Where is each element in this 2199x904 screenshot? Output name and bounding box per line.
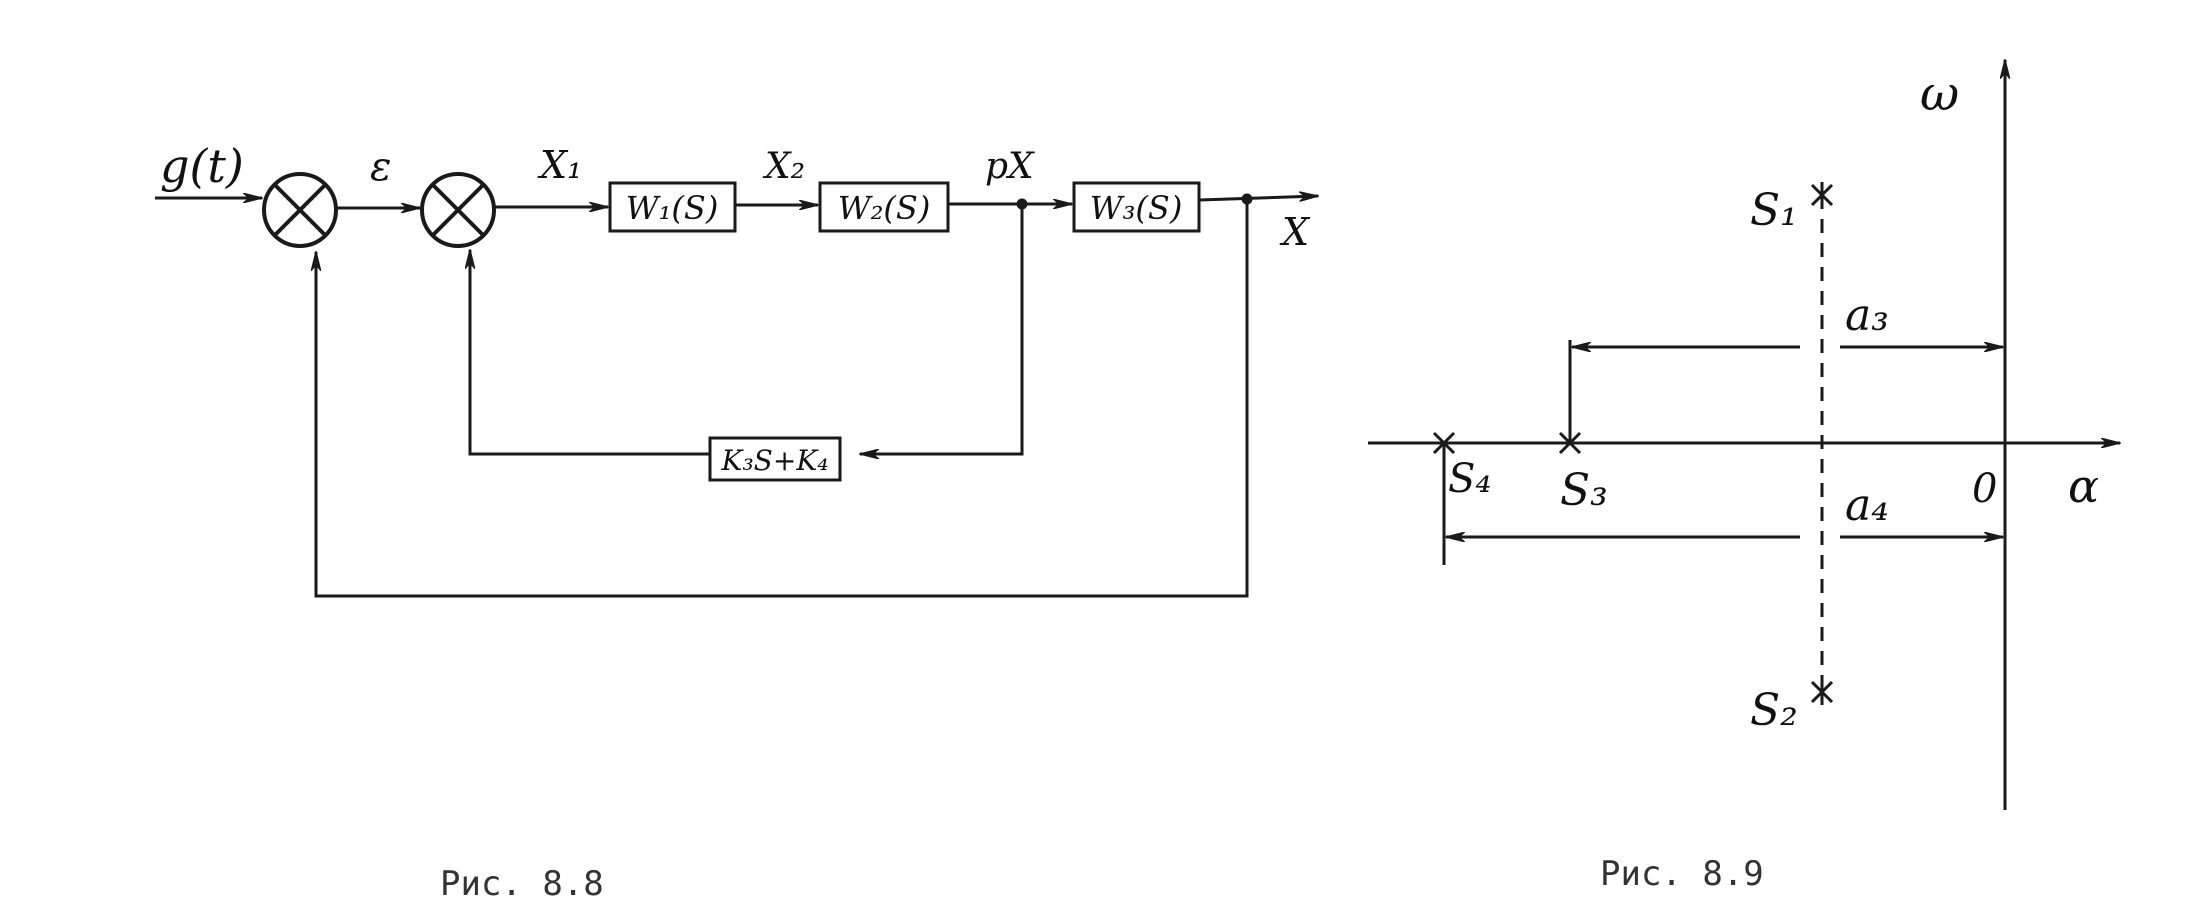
pole-s1-label: S₁: [1750, 185, 1798, 236]
block-w3-label: W₃(S): [1090, 189, 1183, 227]
outer-feedback-line: [316, 199, 1249, 598]
origin-label: 0: [1972, 466, 1997, 512]
alpha-label: α: [2068, 459, 2099, 513]
x1-label: X₁: [537, 143, 582, 187]
x2-label: X₂: [762, 146, 805, 187]
pole-s2-marker: [1810, 679, 1834, 705]
px-label: pX: [985, 146, 1035, 187]
inner-feedback-line-b: [470, 250, 710, 456]
output-label: X: [1279, 210, 1311, 254]
pole-s1-marker: [1810, 182, 1834, 208]
pole-s3-label: S₃: [1560, 465, 1608, 516]
block-w2-label: W₂(S): [838, 189, 931, 227]
pole-plot-fig-8-9: ω α 0 S₁ S₂ S₃ S₄: [1368, 60, 2120, 894]
figure-8-8-caption: Рис. 8.8: [440, 864, 604, 904]
block-w2: [818, 181, 950, 233]
a3-label: a₃: [1845, 290, 1889, 341]
pole-s2-label: S₂: [1750, 685, 1798, 736]
pole-s4-label: S₄: [1448, 456, 1491, 502]
block-diagram-fig-8-8: g(t) ε X₁ W₁(S) X₂ W₂(S) pX W₃(: [155, 139, 1318, 904]
input-label: g(t): [160, 139, 244, 193]
block-w1: [608, 181, 737, 233]
inner-feedback-line-a: [860, 204, 1024, 454]
feedback-block-label: K₃S+K₄: [721, 444, 829, 477]
summing-junction-2: [420, 172, 496, 248]
block-w3: [1072, 181, 1201, 233]
figure-8-9-caption: Рис. 8.9: [1600, 854, 1764, 894]
feedback-block: [708, 436, 842, 482]
output-signal-line: [1198, 196, 1318, 200]
block-w1-label: W₁(S): [626, 189, 719, 227]
omega-label: ω: [1920, 66, 1959, 122]
error-label: ε: [370, 144, 391, 190]
a4-label: a₄: [1845, 480, 1889, 531]
summing-junction-1: [262, 172, 338, 248]
